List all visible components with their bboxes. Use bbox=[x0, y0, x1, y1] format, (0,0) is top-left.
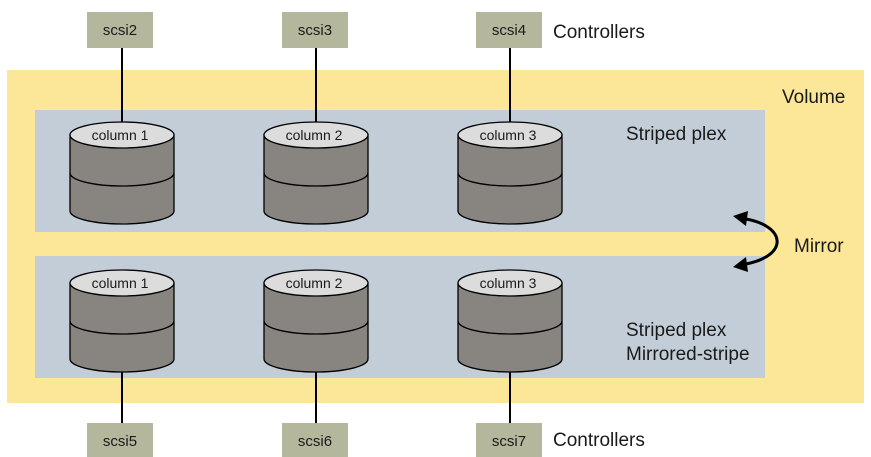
volume-label: Volume bbox=[782, 87, 845, 108]
controller-scsi2: scsi2 bbox=[87, 12, 153, 48]
top-disk-column-2-label: column 2 bbox=[286, 127, 343, 143]
controller-scsi4: scsi4 bbox=[476, 12, 542, 48]
controller-scsi6-label: scsi6 bbox=[298, 433, 332, 450]
controller-scsi7: scsi7 bbox=[476, 423, 542, 457]
bottom-controllers-label: Controllers bbox=[553, 430, 645, 451]
controller-scsi7-label: scsi7 bbox=[492, 433, 526, 450]
bottom-disk-column-3-label: column 3 bbox=[480, 275, 537, 291]
controller-scsi6: scsi6 bbox=[282, 423, 348, 457]
top-disk-column-1-label: column 1 bbox=[92, 127, 149, 143]
controller-scsi5-label: scsi5 bbox=[103, 433, 137, 450]
controller-scsi3: scsi3 bbox=[282, 12, 348, 48]
controller-scsi4-label: scsi4 bbox=[492, 22, 526, 39]
bottom-plex-label-line2: Mirrored-stripe bbox=[626, 344, 750, 365]
top-controllers-label: Controllers bbox=[553, 22, 645, 43]
bottom-disk-column-1-label: column 1 bbox=[92, 275, 149, 291]
mirror-label: Mirror bbox=[794, 236, 844, 257]
bottom-disk-column-1: column 1 bbox=[69, 269, 175, 373]
controller-scsi5: scsi5 bbox=[87, 423, 153, 457]
controller-scsi2-label: scsi2 bbox=[103, 22, 137, 39]
top-plex-label: Striped plex bbox=[626, 124, 727, 145]
bottom-plex-label-line1: Striped plex bbox=[626, 320, 727, 341]
bottom-disk-column-2: column 2 bbox=[263, 269, 369, 373]
top-connectors bbox=[121, 48, 511, 122]
top-disk-column-3-label: column 3 bbox=[480, 127, 537, 143]
controller-scsi3-label: scsi3 bbox=[298, 22, 332, 39]
mirror-arrow-icon bbox=[733, 211, 779, 272]
top-disk-column-3: column 3 bbox=[457, 121, 563, 225]
bottom-disk-column-3: column 3 bbox=[457, 269, 563, 373]
bottom-disk-column-2-label: column 2 bbox=[286, 275, 343, 291]
top-disk-column-1: column 1 bbox=[69, 121, 175, 225]
top-disk-column-2: column 2 bbox=[263, 121, 369, 225]
